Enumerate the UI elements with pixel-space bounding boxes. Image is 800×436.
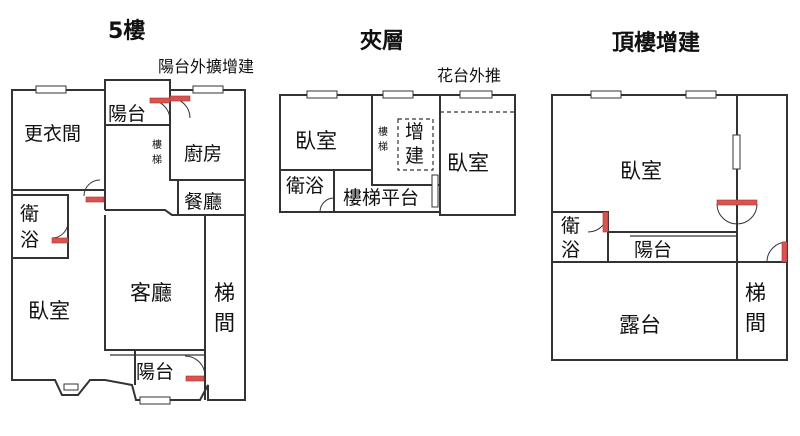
bedroom-left-label: 臥室: [295, 129, 337, 153]
balcony-extension-note: 陽台外擴增建: [158, 57, 254, 76]
bath-label-1: 衛: [561, 215, 580, 237]
stair-label-2: 梯: [152, 153, 162, 166]
window: [431, 174, 439, 208]
balcony-label: 陽台: [634, 239, 672, 261]
window: [35, 85, 67, 94]
dressing-room-label: 更衣間: [24, 123, 81, 145]
window: [732, 134, 741, 170]
mezzanine-interior-walls: [280, 95, 441, 212]
window: [139, 396, 171, 405]
floor5-plan: 5樓 陽台外擴增建: [11, 19, 254, 405]
floor5-title: 5樓: [108, 19, 145, 44]
mezzanine-title: 夾層: [360, 29, 404, 54]
door: [319, 197, 335, 213]
door: [169, 95, 191, 119]
floor5-interior-walls: [12, 90, 245, 400]
stairwell-label-1: 梯: [214, 281, 235, 305]
addition-label-1: 增: [405, 121, 424, 143]
door: [766, 241, 788, 263]
rooftop-interior-walls: [552, 95, 787, 360]
addition-label-2: 建: [405, 145, 424, 167]
bedroom-label: 臥室: [620, 159, 662, 183]
balcony-extension-dash: [105, 79, 171, 97]
door: [51, 221, 69, 244]
bath-label-2: 浴: [561, 239, 580, 261]
bedroom-right-label: 臥室: [447, 151, 489, 175]
stair-label-1: 樓: [378, 125, 388, 138]
landing-label: 樓梯平台: [343, 187, 419, 209]
stair-label-2: 梯: [378, 140, 388, 153]
door: [716, 199, 758, 225]
stairwell-label-2: 間: [745, 311, 766, 335]
addition-box: [397, 118, 434, 171]
bath-label-2: 浴: [20, 229, 39, 251]
bedroom-label: 臥室: [28, 299, 70, 323]
rooftop-title: 頂樓增建: [612, 30, 700, 56]
window: [590, 90, 622, 99]
door: [149, 97, 171, 121]
kitchen-label: 廚房: [184, 142, 222, 165]
bath-label-1: 衛: [20, 203, 39, 225]
window: [192, 85, 224, 94]
stair-label-1: 樓: [152, 138, 162, 151]
stairwell-label-1: 梯: [745, 281, 766, 305]
stairwell-label-2: 間: [214, 311, 235, 335]
mezzanine-plan: 夾層 花台外推 臥室 樓 梯 增 建 臥室 衛浴 樓梯平台: [279, 29, 516, 216]
balcony-top-label: 陽台: [108, 103, 146, 125]
window: [63, 383, 79, 391]
window: [459, 90, 493, 99]
balcony-bottom-label: 陽台: [136, 361, 174, 383]
dining-label: 餐廳: [184, 191, 222, 213]
terrace-label: 露台: [619, 313, 661, 337]
door: [83, 179, 105, 203]
window: [382, 90, 414, 99]
mezzanine-outline: [279, 94, 516, 216]
window: [685, 90, 717, 99]
planter-note: 花台外推: [437, 66, 501, 85]
living-room-label: 客廳: [130, 281, 172, 305]
door: [587, 211, 609, 233]
door: [184, 355, 206, 382]
bath-label: 衛浴: [286, 175, 324, 197]
window: [306, 90, 338, 99]
rooftop-plan: 頂樓增建 臥室 衛 浴 陽台 露台 梯 間: [551, 30, 788, 361]
